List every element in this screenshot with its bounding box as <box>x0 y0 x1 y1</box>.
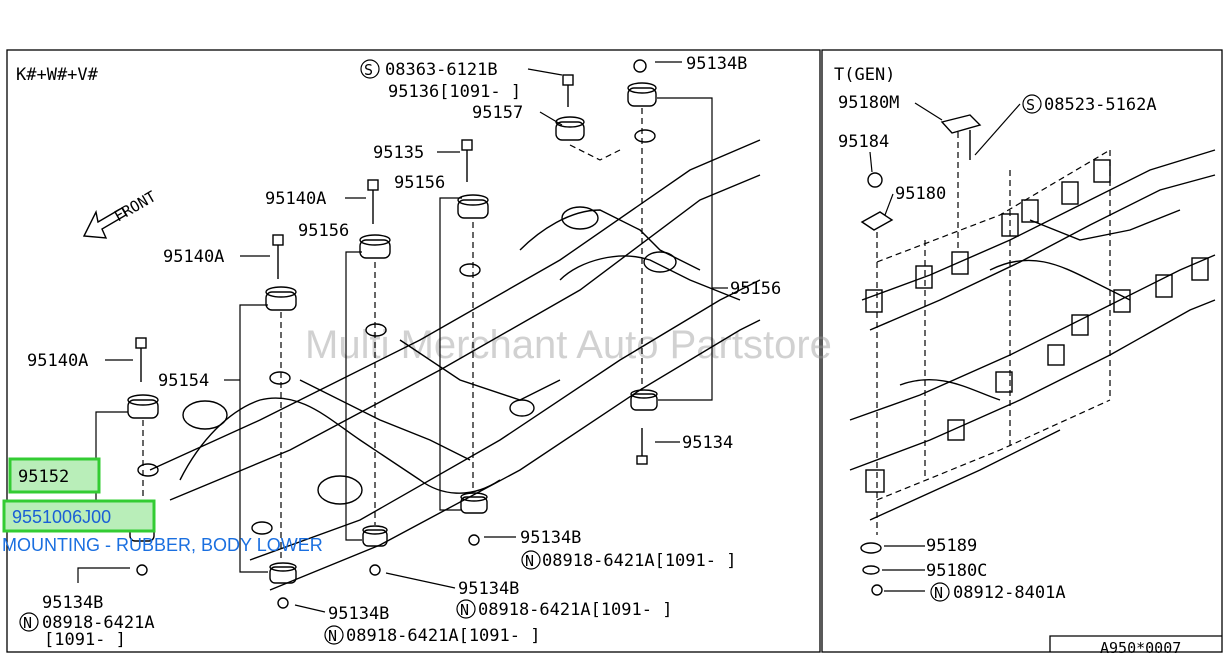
label-95140A-a: 95140A <box>265 189 326 209</box>
label-95152[interactable]: 95152 <box>18 467 69 487</box>
highlight-description[interactable]: MOUNTING - RUBBER, BODY LOWER <box>2 535 323 555</box>
dashed-lines-left <box>142 108 643 560</box>
highlight-part-number[interactable]: 9551006J00 <box>12 507 111 527</box>
n-symbol-text: N <box>460 601 469 619</box>
label-95134B-r2: 95134B <box>458 579 519 599</box>
label-95180: 95180 <box>895 184 946 204</box>
label-95136: 95136[1091- ] <box>388 82 521 102</box>
label-95135: 95135 <box>373 143 424 163</box>
left-panel-frame <box>6 49 821 653</box>
code-box <box>1049 635 1222 652</box>
dashed-lines-right <box>876 132 1111 535</box>
right-variant-label: T(GEN) <box>834 65 895 85</box>
label-95154: 95154 <box>158 371 209 391</box>
label-08523-5162A: 08523-5162A <box>1044 95 1157 115</box>
n-symbol-icon <box>521 550 541 570</box>
label-95140A-c: 95140A <box>27 351 88 371</box>
label-95180M: 95180M <box>838 93 899 113</box>
n-symbol-icon <box>19 612 39 632</box>
s-symbol-text: S <box>364 61 373 79</box>
label-95156-right: 95156 <box>730 279 781 299</box>
label-nut-b: 08918-6421A[1091- ] <box>346 626 540 646</box>
leader-lines-left <box>77 61 728 613</box>
label-08363-6121B: 08363-6121B <box>385 60 498 80</box>
bolts-left <box>135 59 648 609</box>
n-symbol-text: N <box>525 552 534 570</box>
right-panel-frame <box>821 49 1223 653</box>
n-symbol-text: N <box>328 627 337 645</box>
left-variant-label: K#+W#+V# <box>16 65 99 85</box>
n-symbol-text: N <box>934 584 943 602</box>
label-95180C: 95180C <box>926 561 987 581</box>
label-nut-r1: 08918-6421A[1091- ] <box>542 551 736 571</box>
label-08912-8401A: 08912-8401A <box>953 583 1066 603</box>
front-label: FRONT <box>111 187 159 225</box>
label-nut-left: 08918-6421A <box>42 613 155 633</box>
frame-chassis-left <box>137 129 761 591</box>
label-95156-a: 95156 <box>394 173 445 193</box>
n-symbol-icon <box>456 599 476 619</box>
frame-chassis-right <box>849 149 1216 521</box>
highlight-part-number-box[interactable] <box>2 499 156 533</box>
label-95156-b: 95156 <box>298 221 349 241</box>
highlight-95152-box[interactable] <box>8 457 101 494</box>
label-nut-r2: 08918-6421A[1091- ] <box>478 600 672 620</box>
s-symbol-icon <box>360 59 380 79</box>
mounts-right <box>860 114 982 596</box>
label-95157: 95157 <box>472 103 523 123</box>
n-symbol-icon <box>324 625 344 645</box>
label-95184: 95184 <box>838 132 889 152</box>
label-95134B-b: 95134B <box>328 604 389 624</box>
watermark: Multi Merchant Auto Partstore <box>305 323 832 367</box>
label-95134B-top: 95134B <box>686 54 747 74</box>
label-nut-left-range: [1091- ] <box>44 630 126 650</box>
label-95134B-r1: 95134B <box>520 528 581 548</box>
n-symbol-text: N <box>23 614 32 632</box>
mount-bushings-left <box>127 82 658 584</box>
label-95189: 95189 <box>926 536 977 556</box>
label-95140A-b: 95140A <box>163 247 224 267</box>
s-symbol-icon <box>1022 94 1042 114</box>
n-symbol-icon <box>930 582 950 602</box>
label-95134: 95134 <box>682 433 733 453</box>
label-95134B-left: 95134B <box>42 593 103 613</box>
s-symbol-text: S <box>1026 96 1035 114</box>
diagram-code: A950*0007 <box>1100 639 1181 657</box>
front-arrow-icon <box>82 207 127 239</box>
leader-lines-right <box>869 102 1021 592</box>
